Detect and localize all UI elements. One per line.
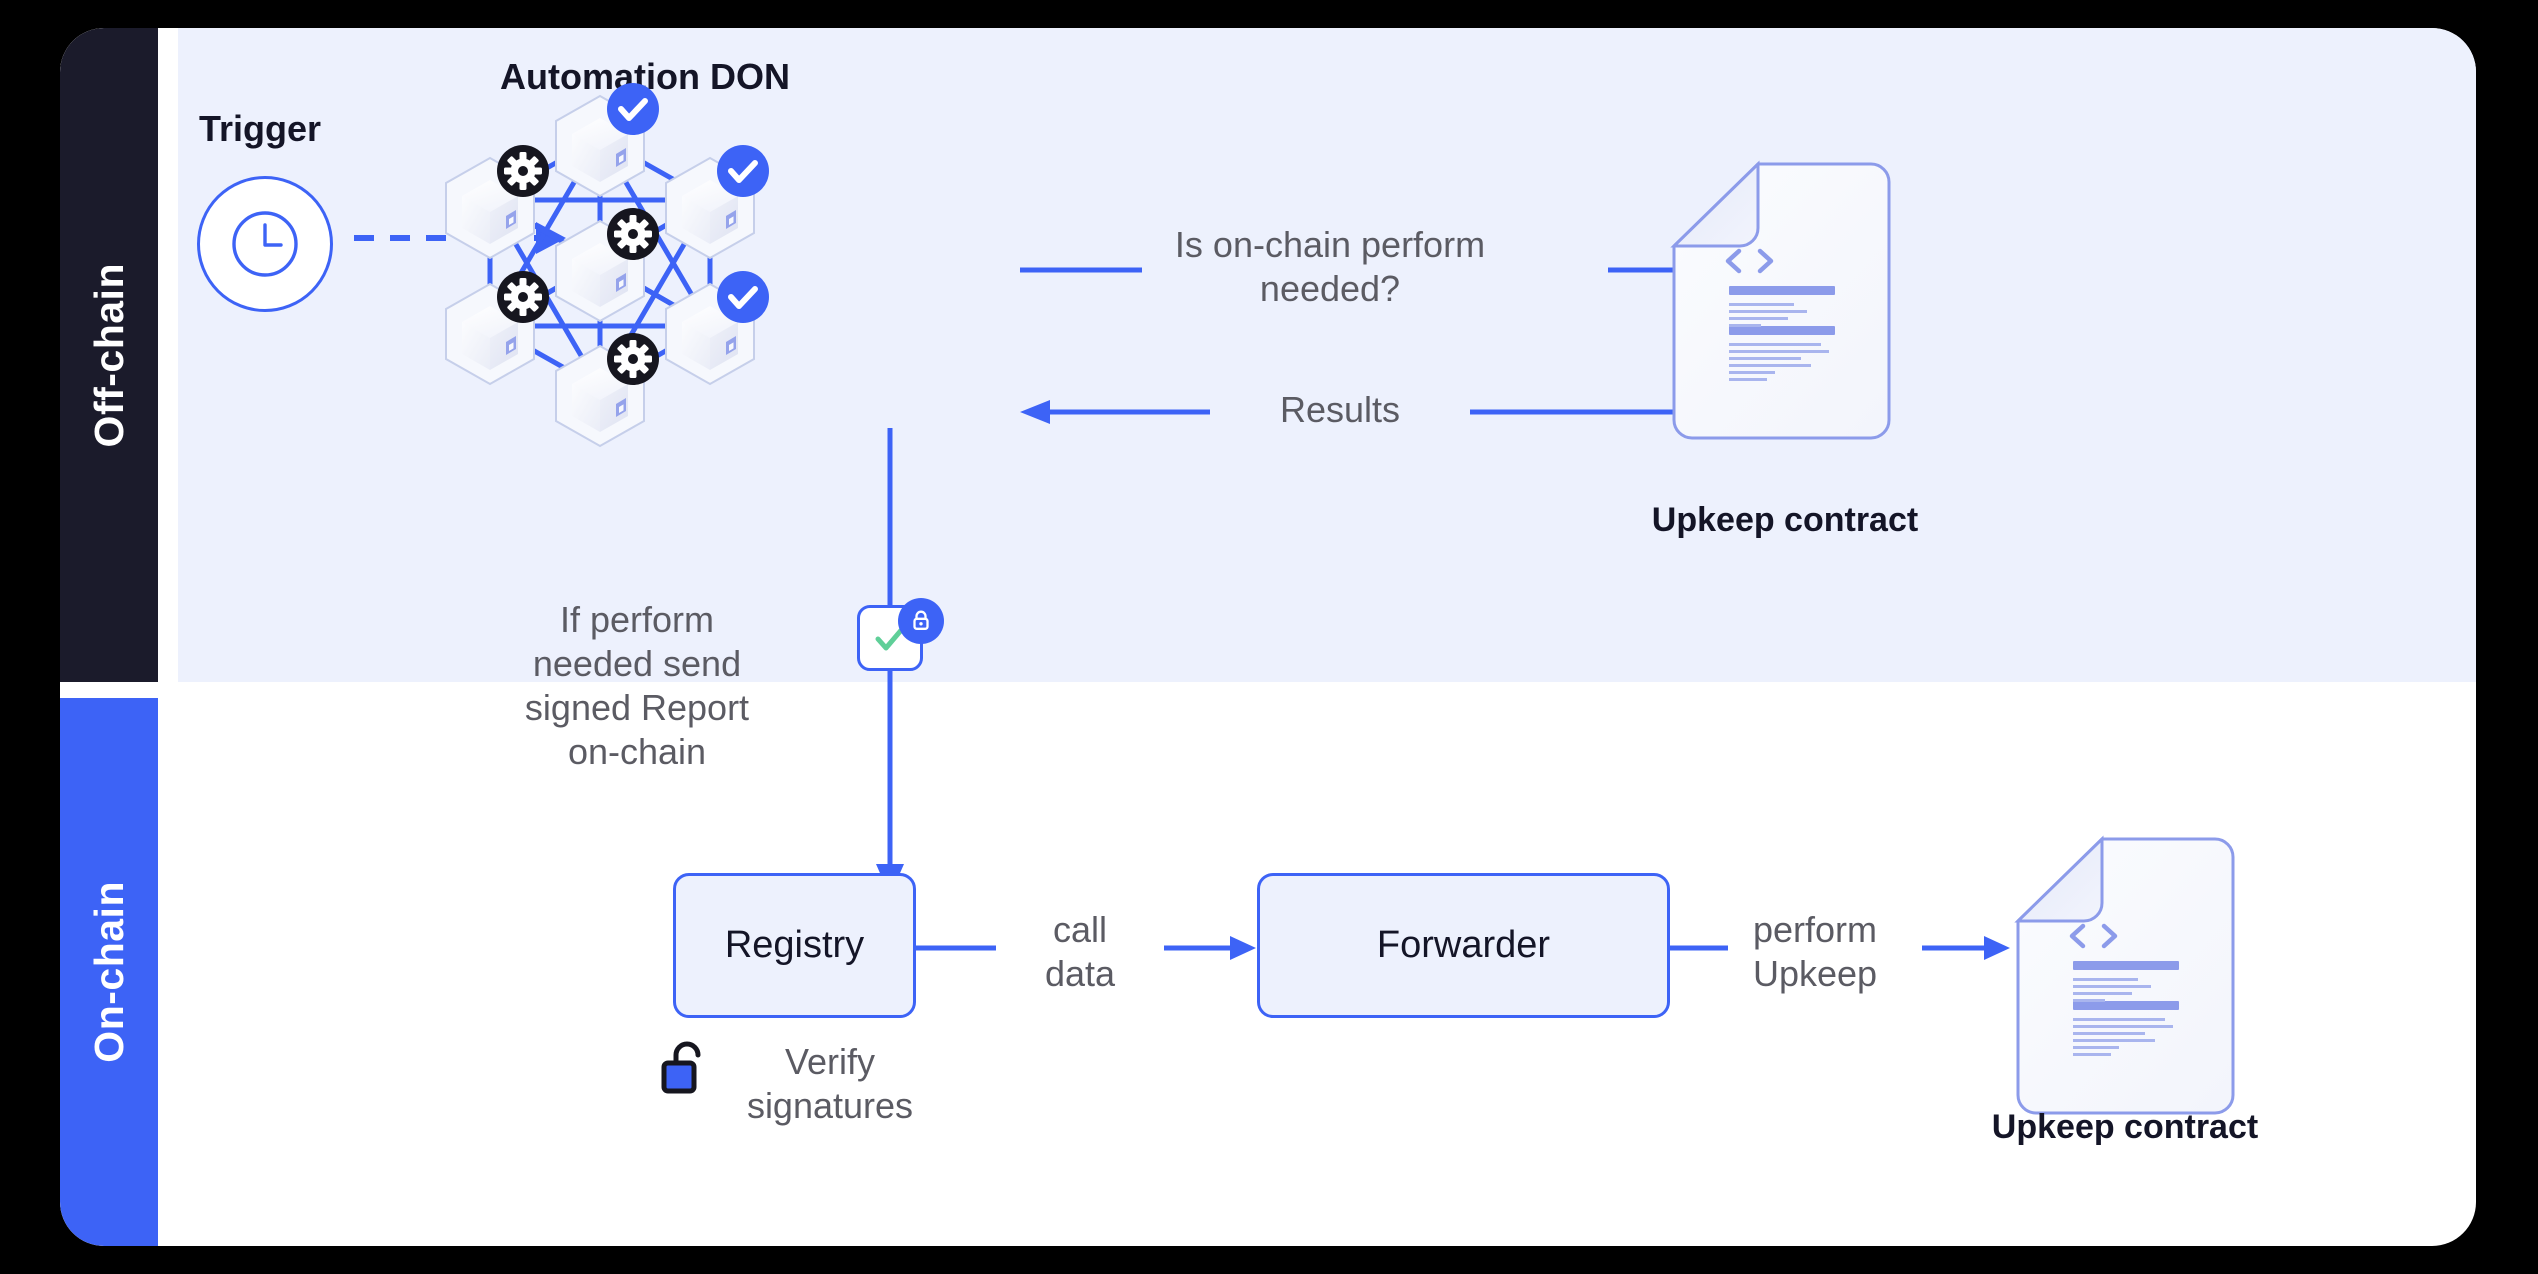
unlock-icon: [661, 1041, 701, 1094]
onchain-rail-label: On-chain: [85, 881, 132, 1063]
offchain-rail-label: Off-chain: [85, 262, 132, 448]
call-data-label: call data: [1010, 908, 1150, 996]
check-circle-icon-lower-right: [717, 271, 769, 323]
gear-circle-icon-center: [607, 208, 659, 260]
code-icon: [1725, 248, 1774, 274]
registry-to-forwarder-arrow: [916, 936, 1256, 960]
gear-circle-icon-bottom: [607, 333, 659, 385]
verify-line-1: Verify: [784, 1041, 876, 1082]
forwarder-label: Forwarder: [1376, 924, 1551, 966]
trigger-clock-circle: [197, 176, 333, 312]
send-report-line-4: on-chain: [567, 730, 707, 772]
automation-don-network: [445, 83, 769, 448]
upkeep-contract-document-offchain: [1670, 160, 1891, 440]
perform-upkeep-label: perform Upkeep: [1725, 908, 1905, 996]
forwarder-box[interactable]: Forwarder: [1257, 873, 1670, 1018]
don-to-upkeep-request-arrow: [1020, 258, 1726, 282]
diagram-card: Off-chain On-chain Automation DON Trigge…: [60, 28, 2476, 1246]
perform-upkeep-line-1: perform: [1752, 909, 1878, 950]
verify-signatures-label: Verify signatures: [720, 1040, 940, 1128]
gear-circle-icon-upper-left: [497, 145, 549, 197]
send-report-line-3: signed Report: [524, 686, 750, 728]
gear-circle-icon-lower-left: [497, 271, 549, 323]
upkeep-to-don-results-arrow: [1020, 400, 1726, 424]
offchain-rail: Off-chain: [60, 28, 158, 682]
call-data-line-2: data: [1044, 952, 1116, 994]
forwarder-to-upkeep-arrow: [1670, 936, 2010, 960]
code-icon: [2069, 923, 2118, 949]
upkeep-contract-document-onchain: [2014, 835, 2235, 1115]
check-circle-icon-top: [607, 83, 659, 135]
verify-line-2: signatures: [746, 1084, 914, 1126]
perform-upkeep-line-2: Upkeep: [1752, 952, 1878, 994]
clock-icon: [232, 211, 298, 277]
call-data-line-1: call: [1052, 909, 1108, 950]
is-onchain-perform-needed-label: Is on-chain perform needed?: [1090, 223, 1570, 311]
upkeep-contract-label-offchain: Upkeep contract: [1651, 501, 1919, 539]
send-report-line-2: needed send: [532, 642, 742, 684]
lock-badge: [898, 598, 944, 644]
check-circle-icon-upper-right: [717, 145, 769, 197]
registry-label: Registry: [724, 924, 865, 966]
registry-box[interactable]: Registry: [673, 873, 916, 1018]
question-line-2: needed?: [1259, 267, 1401, 309]
onchain-rail: On-chain: [60, 698, 158, 1246]
send-report-line-1: If perform: [559, 599, 715, 640]
trigger-title: Trigger: [198, 108, 322, 149]
upkeep-contract-label-onchain: Upkeep contract: [1991, 1108, 2259, 1146]
send-signed-report-label: If perform needed send signed Report on-…: [492, 598, 782, 774]
results-label: Results: [1279, 389, 1401, 430]
lock-icon: [913, 610, 929, 630]
green-check-icon: [875, 625, 906, 651]
question-line-1: Is on-chain perform: [1174, 224, 1486, 265]
